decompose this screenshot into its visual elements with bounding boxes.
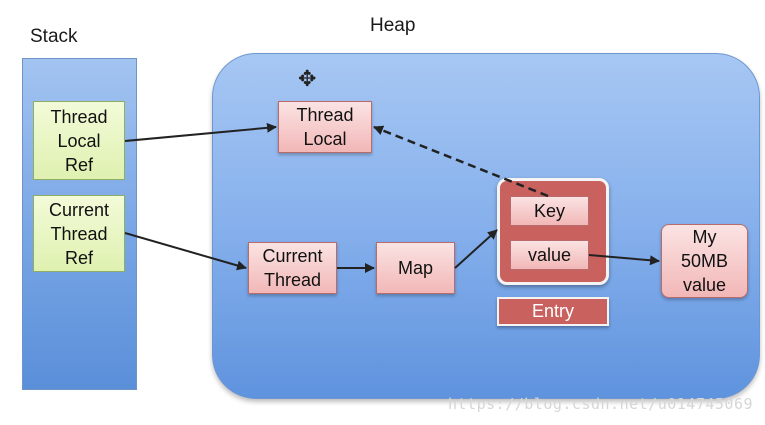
move-cursor-icon: ✥ — [298, 66, 317, 91]
my-value-box: My 50MB value — [661, 224, 748, 298]
current-thread-ref-box: Current Thread Ref — [33, 195, 125, 272]
entry-key-box: Key — [510, 196, 589, 226]
watermark-url: https://blog.csdn.net/u014745069 — [448, 395, 753, 413]
current-thread-box: Current Thread — [248, 242, 337, 294]
stack-title: Stack — [30, 26, 78, 47]
heap-title: Heap — [370, 15, 416, 36]
thread-local-box: Thread Local — [278, 101, 372, 153]
entry-value-box: value — [510, 240, 589, 270]
map-box: Map — [376, 242, 455, 294]
thread-local-ref-box: Thread Local Ref — [33, 101, 125, 180]
entry-label: Entry — [497, 297, 609, 326]
